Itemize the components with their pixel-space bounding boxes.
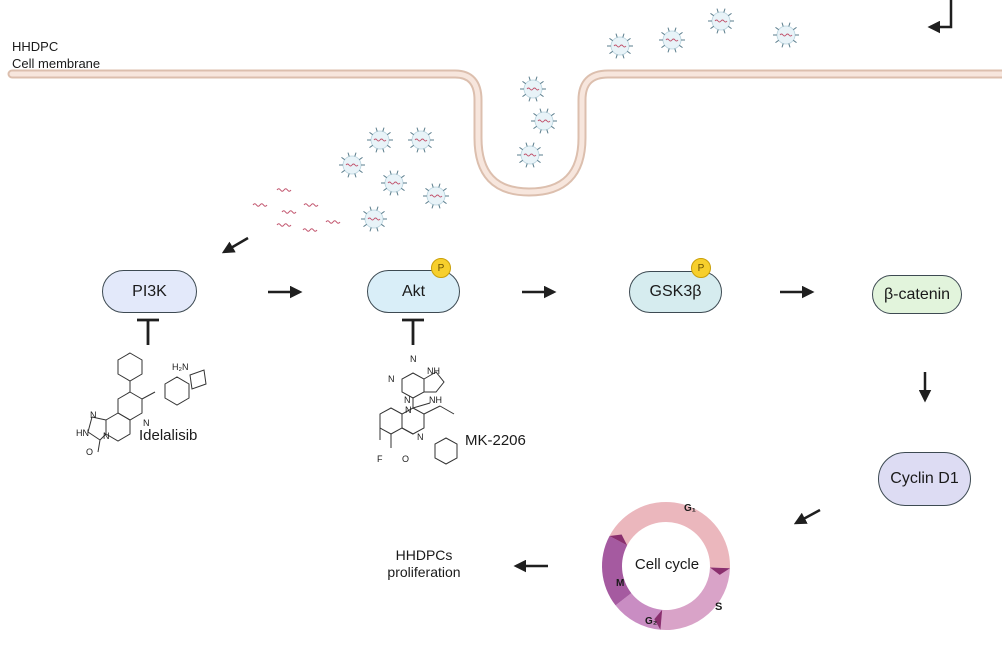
gsk3b-label: GSK3β	[649, 283, 702, 300]
akt-label: Akt	[401, 282, 426, 300]
cyclind1-node[interactable]: Cyclin D1	[878, 452, 971, 506]
phase-segment-g2	[615, 593, 663, 630]
atom-label: H₂N	[172, 362, 189, 372]
atom-label: N	[143, 418, 150, 428]
phase-segment-s	[660, 567, 730, 630]
phase-label-m: M	[616, 578, 625, 589]
exosome-icon	[381, 170, 407, 196]
atom-label: F	[377, 454, 383, 464]
exosome-icon	[408, 127, 434, 153]
pathway-arrows	[221, 236, 932, 573]
bcatenin-label: β-catenin	[883, 285, 951, 303]
atom-label: N	[103, 431, 110, 441]
exosome-icon	[773, 22, 799, 48]
inhibition-bar-pi3k	[137, 318, 159, 345]
elbow-arrow-icon	[927, 0, 953, 34]
exosome-group	[339, 8, 799, 232]
phosphate-badge-akt: P	[431, 258, 451, 278]
phase-transition-marker	[709, 567, 730, 575]
phase-segment-g1	[609, 501, 731, 569]
atom-label: N	[404, 395, 411, 405]
atom-label: N	[417, 432, 424, 442]
pi3k-label: PI3K	[132, 282, 167, 300]
cell-membrane	[7, 69, 1002, 197]
rna-fragment-group	[252, 188, 341, 232]
cyclind1-label: Cyclin D1	[890, 470, 959, 487]
rna-fragment-icon	[302, 228, 318, 232]
exosome-icon	[367, 127, 393, 153]
exosome-icon	[517, 142, 543, 168]
exosome-icon	[659, 27, 685, 53]
exosome-icon	[531, 108, 557, 134]
phase-transition-marker	[654, 609, 663, 630]
atom-label: O	[86, 447, 94, 457]
bcatenin-node[interactable]: β-catenin	[872, 275, 962, 314]
phase-label-s: S	[715, 601, 723, 613]
cell-title: HHDPC	[12, 39, 59, 54]
atom-label: NH	[427, 366, 440, 376]
atom-label: N	[90, 410, 97, 420]
cell-cycle-ring	[601, 501, 731, 630]
exosome-icon	[423, 183, 449, 209]
atom-label: N	[388, 374, 395, 384]
exosome-icon	[520, 76, 546, 102]
rna-fragment-icon	[276, 188, 292, 192]
arrow-cyclind1-cellcycle	[793, 508, 821, 525]
atom-label: N	[405, 405, 412, 415]
exosome-icon	[339, 152, 365, 178]
phase-transition-marker	[609, 534, 628, 546]
rna-fragment-icon	[325, 220, 341, 224]
cell-cycle-title: Cell cycle	[634, 556, 700, 573]
exosome-icon	[708, 8, 734, 34]
phase-segment-m	[601, 535, 632, 606]
mk2206-label: MK-2206	[465, 432, 526, 449]
phosphate-label: P	[697, 262, 705, 274]
outcome-line2: proliferation	[387, 564, 461, 580]
phosphate-label: P	[437, 262, 445, 274]
rna-fragment-icon	[303, 203, 319, 207]
outcome-line1: HHDPCs	[395, 547, 453, 563]
rna-fragment-icon	[281, 210, 297, 214]
pi3k-node[interactable]: PI3K	[102, 270, 197, 313]
phase-label-g2: G₂	[645, 616, 658, 627]
arrow-to-pi3k	[221, 236, 249, 254]
rna-fragment-icon	[276, 223, 292, 227]
idelalisib-structure	[87, 352, 207, 453]
membrane-label: Cell membrane	[12, 56, 101, 71]
idelalisib-label: Idelalisib	[139, 427, 198, 444]
phase-label-g1: G₁	[684, 503, 696, 514]
phosphate-badge-gsk3b: P	[691, 258, 711, 278]
inhibition-bar-akt	[402, 318, 424, 345]
atom-label: HN	[76, 428, 89, 438]
gsk3b-node[interactable]: GSK3β	[629, 271, 722, 313]
exosome-icon	[361, 206, 387, 232]
rna-fragment-icon	[252, 203, 268, 207]
atom-label: NH	[429, 395, 442, 405]
atom-label: O	[402, 454, 410, 464]
atom-label: N	[410, 354, 417, 364]
mk2206-structure	[379, 371, 458, 465]
exosome-icon	[607, 33, 633, 59]
